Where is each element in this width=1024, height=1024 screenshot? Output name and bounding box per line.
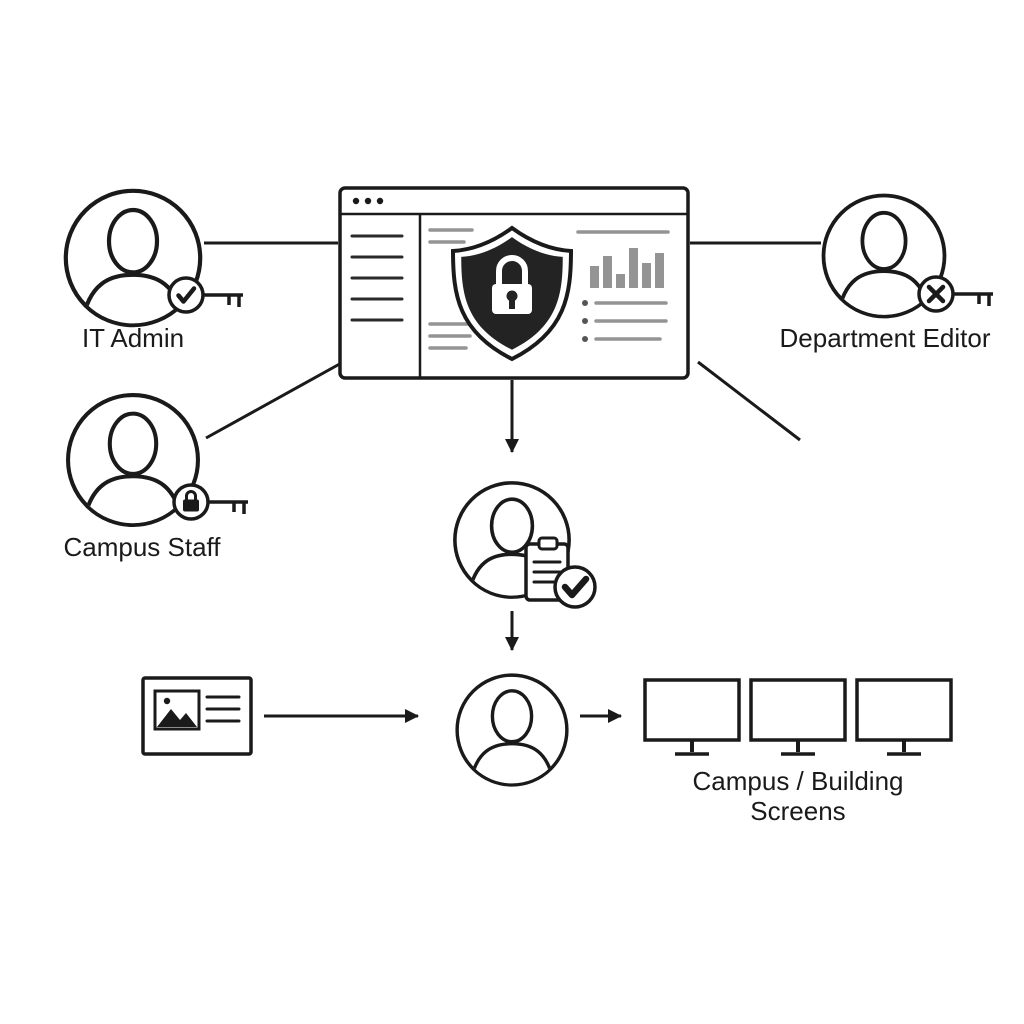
chart-bar <box>616 274 625 288</box>
clipboard-check-icon <box>524 536 597 609</box>
approval-user-node <box>455 483 597 609</box>
chart-bar <box>603 256 612 288</box>
connector-staff-cms <box>205 359 346 440</box>
campus-staff-node: Campus Staff <box>63 395 248 562</box>
department-editor-label: Department Editor <box>780 323 991 353</box>
it-admin-node: IT Admin <box>66 191 243 353</box>
lock-shackle <box>496 255 528 285</box>
chart-bar <box>590 266 599 288</box>
publisher-user-node <box>457 675 567 787</box>
content-text-lines <box>428 228 476 350</box>
screens-node: Campus / Building Screens <box>643 678 953 826</box>
browser-dots-icon <box>352 197 384 205</box>
connectors <box>204 241 821 723</box>
media-card-text-lines <box>205 695 241 723</box>
monitor-icon <box>855 678 953 756</box>
screens-label-line1: Campus / Building <box>693 766 904 796</box>
department-editor-node: Department Editor <box>780 196 993 353</box>
mini-bar-chart <box>590 248 664 288</box>
publisher-user-avatar <box>457 675 567 787</box>
content-list-lines <box>582 300 668 342</box>
chart-bar <box>655 253 664 288</box>
connector-cms-lower-right <box>697 360 801 442</box>
screens-label-line2: Screens <box>750 796 845 826</box>
campus-staff-label: Campus Staff <box>63 532 221 562</box>
key-x-icon <box>917 275 993 313</box>
key-check-icon <box>167 276 243 314</box>
sidebar-menu-lines <box>350 234 404 322</box>
monitor-icon <box>643 678 741 756</box>
media-card-node <box>141 676 253 756</box>
chart-bar <box>629 248 638 288</box>
key-lock-icon <box>172 483 248 521</box>
chart-bar <box>642 263 651 288</box>
image-icon <box>153 689 201 731</box>
shield-lock-icon <box>450 225 574 362</box>
monitor-icon <box>749 678 847 756</box>
cms-browser-window <box>338 186 690 380</box>
it-admin-label: IT Admin <box>82 323 184 353</box>
